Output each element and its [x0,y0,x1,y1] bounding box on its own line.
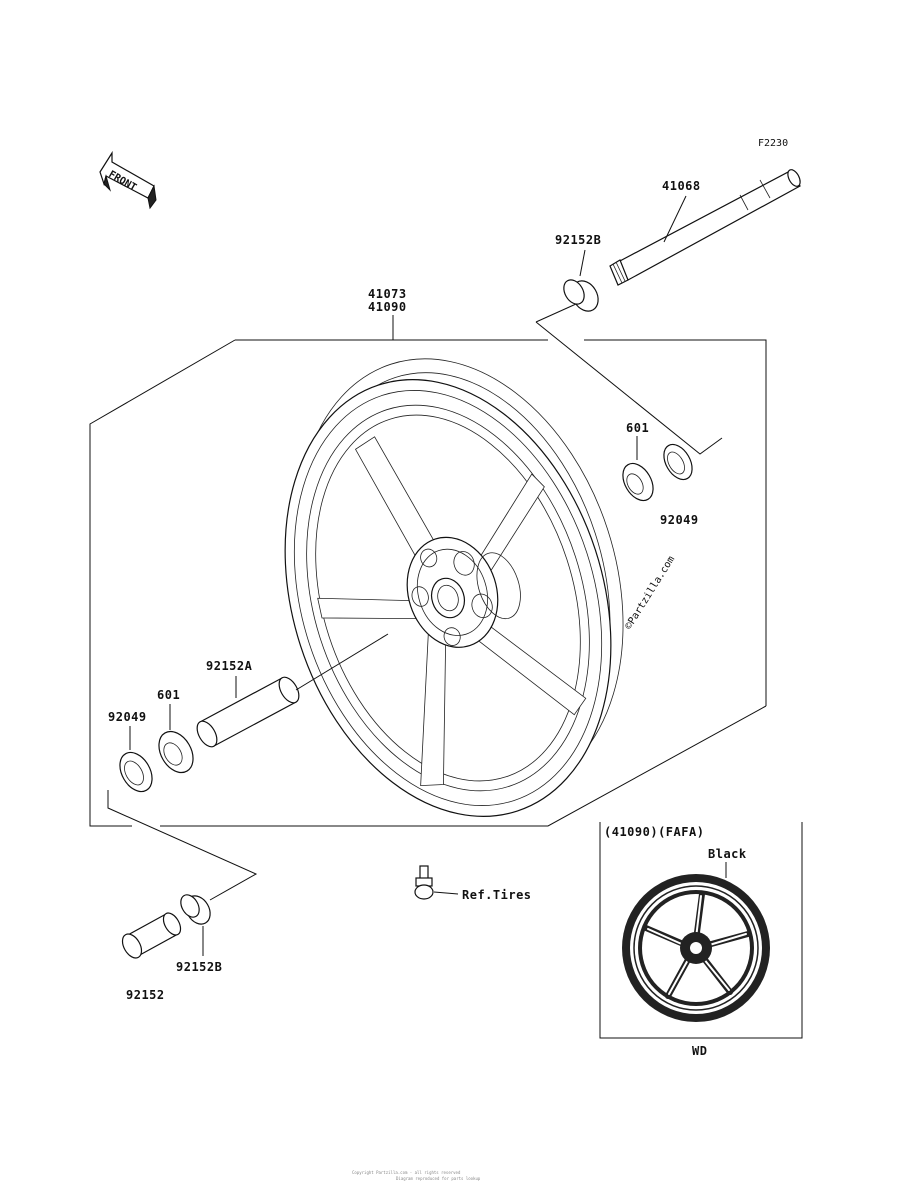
footer-line-1: Copyright Partzilla.com - all rights res… [352,1170,461,1175]
axle-label: 41068 [662,179,701,193]
seal-left-label: 92049 [108,710,147,724]
inset-wheel [622,874,770,1022]
valve-part [414,865,434,900]
assembly-outline [89,303,767,901]
collar-top-label: 92152B [555,233,601,247]
collar-bottom-label: 92152B [176,960,222,974]
seal-left-part [119,751,153,793]
wheel-label-a: 41073 [368,287,407,301]
inset-color-label: Black [708,847,747,861]
bearing-right-label: 601 [626,421,649,435]
collar-top-part [563,279,599,312]
collar-center-label: 92152A [206,659,253,673]
collar-center-part [196,676,300,748]
seal-right-label: 92049 [660,513,699,527]
inset-caption: WD [692,1044,707,1058]
bearing-left-part [158,730,194,774]
axle-part [609,169,801,286]
collar-bottom-part [180,894,211,925]
figure-code: F2230 [758,138,788,149]
wheel-label-b: 41090 [368,300,407,314]
collar-left-label: 92152 [126,988,165,1002]
inset-title: (41090)(FAFA) [604,825,704,839]
inset-panel: (41090)(FAFA) Black [599,822,803,1058]
valve-ref-label: Ref.Tires [462,888,532,902]
svg-text:©Partzilla.com: ©Partzilla.com [623,554,677,631]
seal-right-part [663,443,693,481]
footer-line-2: Diagram reproduced for parts lookup [396,1176,481,1181]
partzilla-watermark: ©Partzilla.com [623,554,677,631]
front-arrow-icon: FRONT [99,150,157,210]
front-wheel [284,358,624,817]
bearing-right-part [622,462,654,502]
collar-left-part [121,912,182,959]
bearing-left-label: 601 [157,688,180,702]
